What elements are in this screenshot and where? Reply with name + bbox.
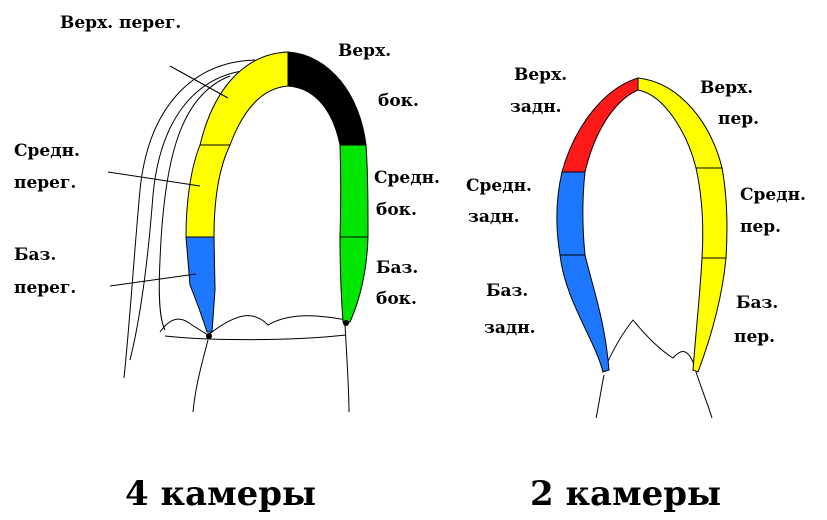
segment-basal-posterior <box>560 255 609 372</box>
label-basal-posterior-1: Баз. <box>486 281 528 301</box>
leader-basal-septal <box>110 274 196 286</box>
two-chamber-view: Верх. задн. Верх. пер. Средн. задн. Сред… <box>466 65 806 514</box>
segment-basal-lateral <box>340 237 368 322</box>
segment-mid-septal <box>186 145 230 237</box>
label-apical-posterior-2: задн. <box>510 97 562 117</box>
two-chamber-valve-line <box>604 320 696 370</box>
label-mid-posterior-1: Средн. <box>466 176 532 196</box>
label-mid-septal-2: перег. <box>14 173 76 193</box>
two-chamber-lower-right-wall <box>696 372 712 418</box>
septal-base-dot <box>206 333 212 339</box>
segment-apical-lateral <box>288 52 366 145</box>
label-basal-septal-1: Баз. <box>14 245 56 265</box>
segment-mid-lateral <box>340 145 368 237</box>
caption-two-chamber: 2 камеры <box>530 474 721 514</box>
four-chamber-view: Верх. перег. Верх. бок. Средн. перег. Ср… <box>14 13 440 514</box>
right-lower-wall <box>345 325 349 412</box>
label-apical-posterior-1: Верх. <box>514 65 567 85</box>
label-mid-posterior-2: задн. <box>468 207 520 227</box>
label-mid-anterior-2: пер. <box>740 217 781 237</box>
segment-mid-posterior <box>557 172 585 255</box>
segment-apical-posterior <box>562 78 638 172</box>
label-basal-lateral-2: бок. <box>376 289 417 309</box>
label-basal-lateral-1: Баз. <box>376 258 418 278</box>
label-apical-lateral-1: Верх. <box>338 41 391 61</box>
segment-mid-anterior <box>696 168 727 258</box>
mitral-valve-line <box>160 316 346 335</box>
left-lower-wall <box>193 340 208 412</box>
label-basal-septal-2: перег. <box>14 278 76 298</box>
segment-basal-septal <box>186 237 215 332</box>
label-apical-anterior-1: Верх. <box>700 78 753 98</box>
valve-bottom-line <box>165 335 346 340</box>
label-mid-lateral-1: Средн. <box>374 168 440 188</box>
two-chamber-lower-left-wall <box>596 375 604 418</box>
label-basal-anterior-1: Баз. <box>736 293 778 313</box>
label-mid-lateral-2: бок. <box>376 200 417 220</box>
caption-four-chamber: 4 камеры <box>125 474 316 514</box>
lateral-base-dot <box>343 320 349 326</box>
label-mid-septal-1: Средн. <box>14 141 80 161</box>
label-basal-posterior-2: задн. <box>484 318 536 338</box>
label-basal-anterior-2: пер. <box>734 327 775 347</box>
label-apical-anterior-2: пер. <box>718 109 759 129</box>
segment-basal-anterior <box>693 258 726 372</box>
segment-apical-septal <box>200 52 288 145</box>
label-apical-lateral-2: бок. <box>378 91 419 111</box>
label-apical-septal: Верх. перег. <box>60 13 181 33</box>
label-mid-anterior-1: Средн. <box>740 185 806 205</box>
